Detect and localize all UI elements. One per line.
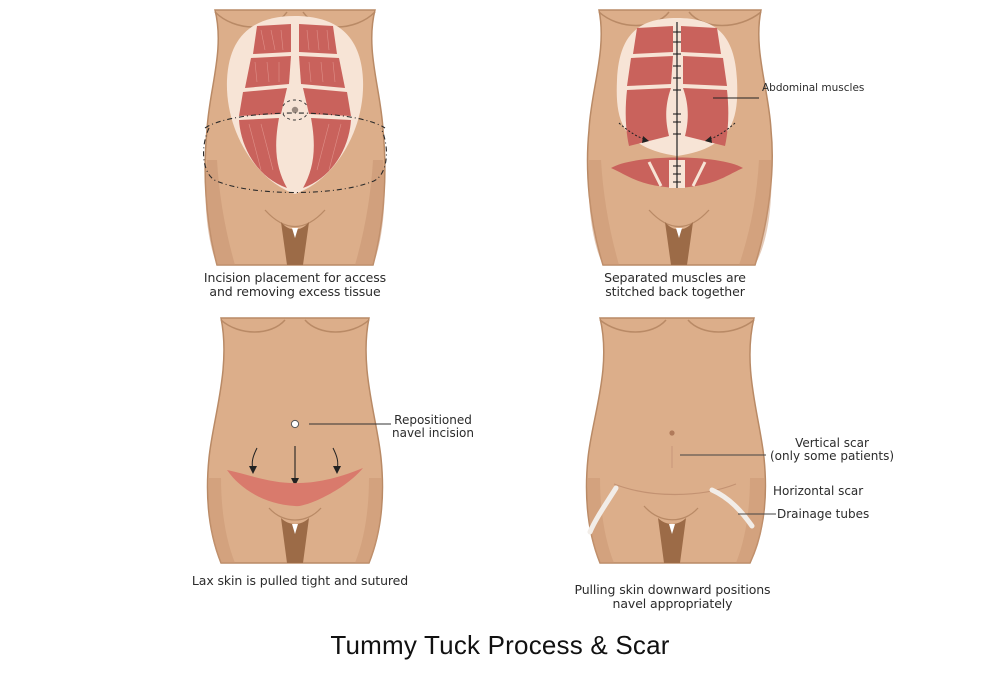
label-line: Vertical scar <box>795 436 869 450</box>
label-horizontal-scar: Horizontal scar <box>773 484 864 498</box>
caption-step-4: Pulling skin downward positions navel ap… <box>560 583 785 611</box>
torso-illustration-step-1 <box>203 9 387 266</box>
panel-incision-placement: Incision placement for access and removi… <box>195 9 395 310</box>
caption-step-3: Lax skin is pulled tight and sutured <box>185 574 415 588</box>
label-vertical-scar: Vertical scar (only some patients) <box>770 437 894 463</box>
caption-step-1: Incision placement for access and removi… <box>185 271 405 299</box>
torso-illustration-step-2 <box>586 9 773 266</box>
caption-line: navel appropriately <box>612 596 733 611</box>
caption-line: and removing excess tissue <box>209 284 381 299</box>
label-line: navel incision <box>392 426 474 440</box>
caption-step-2: Separated muscles are stitched back toge… <box>565 271 785 299</box>
label-line: Repositioned <box>394 413 472 427</box>
panel-final-scar: Vertical scar (only some patients) Horiz… <box>575 317 894 618</box>
label-drainage-tubes: Drainage tubes <box>777 507 870 521</box>
torso-illustration-step-3 <box>206 317 391 564</box>
figure-title: Tummy Tuck Process & Scar <box>330 630 670 660</box>
label-repositioned-navel: Repositioned navel incision <box>392 414 474 440</box>
caption-line: stitched back together <box>605 284 745 299</box>
caption-line: Pulling skin downward positions <box>574 582 771 597</box>
panel-muscles-stitched: Abdominal muscles Separated muscles are … <box>585 9 885 310</box>
caption-line: Separated muscles are <box>604 270 746 285</box>
caption-line: Incision placement for access <box>203 270 387 285</box>
label-abdominal-muscles: Abdominal muscles <box>762 82 865 94</box>
panel-skin-sutured: Repositioned navel incision Lax skin is … <box>192 317 495 598</box>
caption-line: Lax skin is pulled tight and sutured <box>191 573 409 588</box>
label-line: (only some patients) <box>770 449 894 463</box>
torso-illustration-step-4 <box>585 317 776 564</box>
